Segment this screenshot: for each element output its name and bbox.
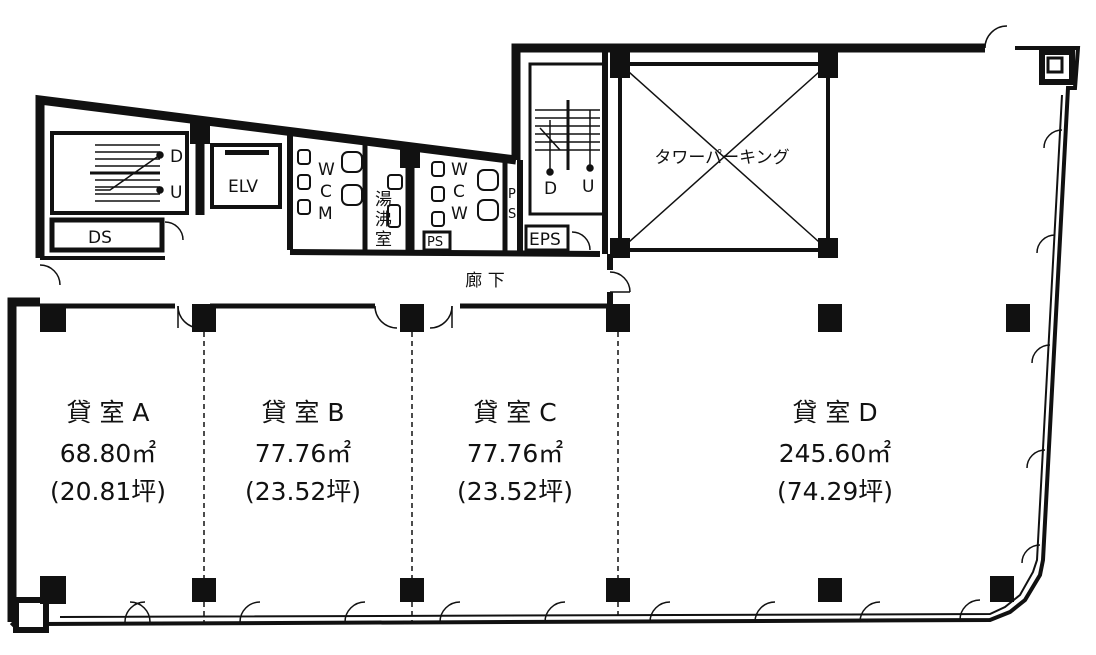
- room-a-name: 貸 室 A: [67, 398, 150, 427]
- kitchen-2: 沸: [375, 210, 392, 230]
- wc-m-3: M: [318, 204, 333, 224]
- room-d-name: 貸 室 D: [792, 398, 877, 427]
- stair-1: [90, 144, 164, 202]
- door-swings: [39, 25, 1063, 623]
- room-c-area: 77.76㎡: [467, 439, 564, 468]
- room-d-tsubo: (74.29坪): [777, 477, 893, 506]
- tower-parking: [610, 52, 838, 258]
- ds-label: DS: [88, 228, 112, 248]
- core-rooms: [49, 48, 608, 254]
- partitions: [203, 332, 619, 622]
- wc-w-3: W: [451, 204, 468, 224]
- corridor-label: 廊 下: [465, 271, 504, 291]
- room-a-tsubo: (20.81坪): [50, 477, 166, 506]
- elv-label: ELV: [228, 177, 258, 197]
- room-d-area: 245.60㎡: [779, 439, 891, 468]
- corridor-walls: [40, 249, 613, 309]
- wc-w-2: C: [453, 182, 465, 202]
- eps-label: EPS: [529, 230, 561, 250]
- room-b-name: 貸 室 B: [261, 398, 344, 427]
- room-c-name: 貸 室 C: [473, 398, 556, 427]
- core-labels: D U DS ELV W C M 湯 沸 室 W C W PS P S D U …: [88, 147, 790, 291]
- ps-vertical-s: S: [508, 207, 516, 222]
- right-doors: [1021, 129, 1063, 564]
- room-b: 貸 室 B 77.76㎡ (23.52坪): [245, 398, 361, 506]
- room-b-tsubo: (23.52坪): [245, 477, 361, 506]
- stair1-d-label: D: [170, 147, 183, 167]
- outer-walls: [7, 43, 1081, 633]
- stair2-u-label: U: [582, 177, 594, 197]
- wc-w-1: W: [451, 160, 468, 180]
- columns: [40, 120, 1030, 604]
- stair-2: [535, 100, 600, 176]
- kitchen-3: 室: [375, 230, 392, 250]
- stair1-u-label: U: [170, 183, 182, 203]
- wc-m-1: W: [318, 160, 335, 180]
- wc-m-2: C: [320, 182, 332, 202]
- room-d: 貸 室 D 245.60㎡ (74.29坪): [777, 398, 893, 506]
- room-c: 貸 室 C 77.76㎡ (23.52坪): [457, 398, 573, 506]
- room-a: 貸 室 A 68.80㎡ (20.81坪): [50, 398, 166, 506]
- room-b-area: 77.76㎡: [255, 439, 352, 468]
- room-a-area: 68.80㎡: [60, 439, 157, 468]
- toilet-fixtures: [297, 149, 499, 228]
- corner-blocks: [13, 49, 1075, 633]
- kitchen-1: 湯: [375, 190, 392, 210]
- tower-parking-label: タワーパーキング: [654, 148, 789, 168]
- bottom-doors: [124, 599, 981, 623]
- stair2-d-label: D: [544, 179, 557, 199]
- ps-vertical-p: P: [508, 187, 516, 202]
- room-c-tsubo: (23.52坪): [457, 477, 573, 506]
- ps-label: PS: [427, 235, 443, 250]
